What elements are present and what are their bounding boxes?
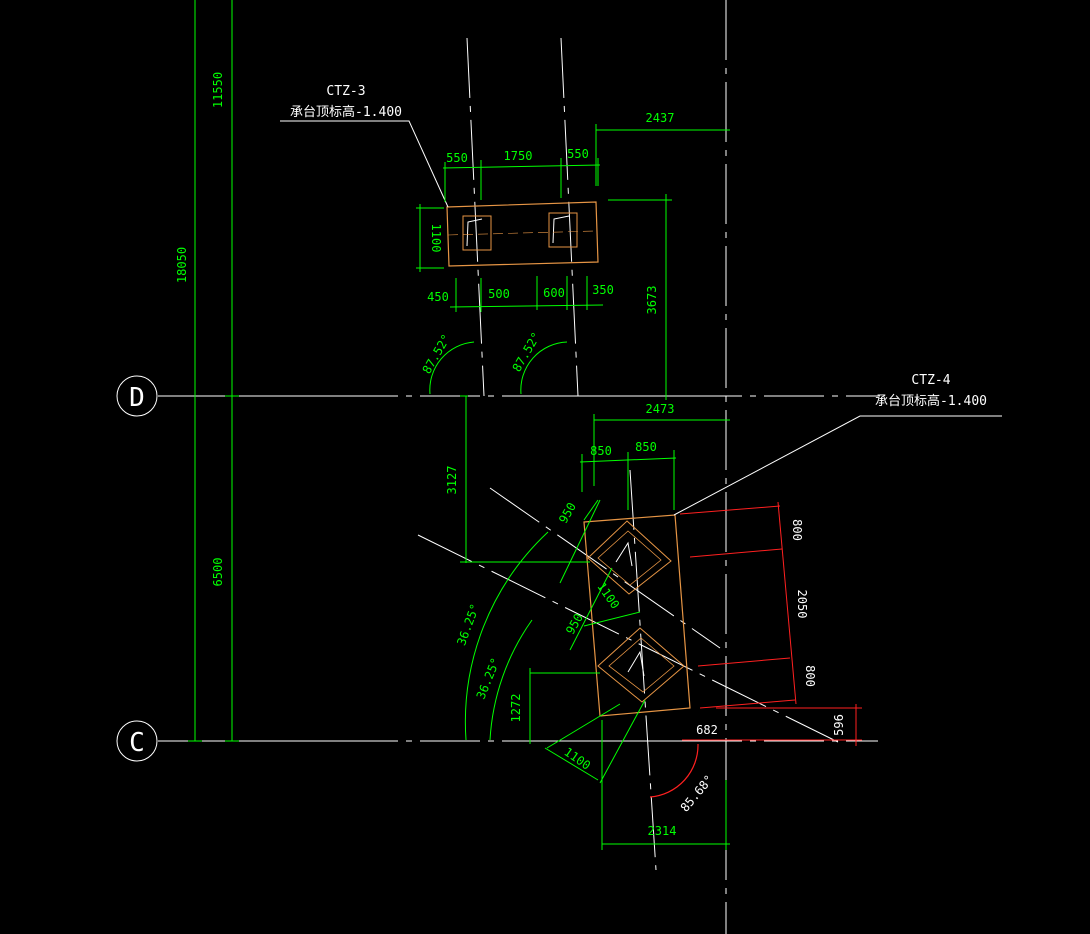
dim-850-right: 850	[635, 440, 657, 454]
pile-inner-mark-left	[466, 218, 483, 247]
dim-550-left: 550	[446, 151, 468, 165]
ctz-3-dimensions	[416, 124, 730, 400]
dim-label-11550: 11550	[211, 72, 225, 108]
angle-arc-85	[649, 743, 699, 798]
dim-800-upper: 800	[790, 519, 804, 541]
ctz-4-dimensions	[460, 395, 730, 850]
ctz-4-offset-dimensions	[679, 501, 862, 746]
axis-line-top-right	[560, 37, 579, 397]
dim-2437: 2437	[646, 111, 675, 125]
pile-diamond-lower-outer	[597, 627, 685, 703]
grid-bubble-c[interactable]: C	[116, 720, 158, 762]
pile-inner-mark-upper	[615, 541, 633, 567]
ctz-3-name: CTZ-3	[326, 84, 365, 99]
dim-2050: 2050	[795, 590, 809, 619]
dim-500: 500	[488, 287, 510, 301]
grid-bubble-d-circle	[116, 375, 158, 417]
pile-outline-right	[548, 212, 578, 248]
angle-arcs-87	[429, 341, 568, 395]
diag-axis-upper	[489, 487, 721, 649]
grid-bubble-d-label: D	[129, 383, 145, 413]
dim-3127: 3127	[445, 466, 459, 495]
dim-1272: 1272	[509, 694, 523, 723]
label-ctz-3: CTZ-3 承台顶标高-1.400	[280, 84, 449, 208]
grid-bubble-d[interactable]: D	[116, 375, 158, 417]
ctz-4-note: 承台顶标高-1.400	[875, 393, 987, 409]
dim-600: 600	[543, 286, 565, 300]
dim-2473: 2473	[646, 402, 675, 416]
ctz-3-leader	[280, 120, 449, 208]
dim-1750: 1750	[504, 149, 533, 163]
ctz-4-leader	[673, 415, 1002, 516]
dim-3673: 3673	[645, 286, 659, 315]
label-ctz-4: CTZ-4 承台顶标高-1.400	[673, 373, 1002, 516]
grid-bubble-c-label: C	[129, 728, 145, 758]
pile-diamond-upper-inner	[597, 530, 662, 586]
cap-outline-ctz-3	[446, 201, 599, 267]
dim-450: 450	[427, 290, 449, 304]
dim-850-left: 850	[590, 444, 612, 458]
pile-inner-mark-right	[552, 215, 570, 244]
cap-outline-ctz-4	[583, 514, 691, 717]
ctz-4-name: CTZ-4	[911, 373, 950, 388]
dim-1100-top: 1100	[429, 224, 443, 253]
dim-label-6500: 6500	[211, 558, 225, 587]
ctz-3-note: 承台顶标高-1.400	[290, 104, 402, 120]
pile-cap-ctz-4[interactable]	[583, 514, 691, 717]
pile-diamond-upper-outer	[587, 520, 672, 595]
grid-bubble-c-circle	[116, 720, 158, 762]
dim-800-lower: 800	[803, 665, 817, 687]
pile-cap-ctz-3[interactable]	[446, 201, 599, 267]
pile-inner-mark-lower	[627, 650, 645, 677]
dim-2314: 2314	[648, 824, 677, 838]
dim-550-right: 550	[567, 147, 589, 161]
cap-centerline	[447, 230, 597, 236]
dim-label-18050: 18050	[175, 247, 189, 283]
axis-line-top-left	[466, 37, 485, 397]
angle-arcs-36	[464, 531, 549, 741]
dim-596: 596	[832, 714, 846, 736]
pile-outline-left	[462, 215, 492, 251]
pile-diamond-lower-inner	[608, 637, 675, 693]
left-dimension-lines	[188, 0, 239, 742]
dim-682: 682	[696, 723, 718, 737]
dim-350: 350	[592, 283, 614, 297]
